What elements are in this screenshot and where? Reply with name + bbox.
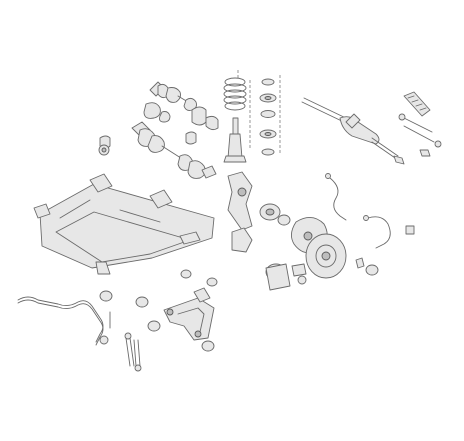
subframe-crossmember xyxy=(33,173,215,275)
coil-spring xyxy=(223,70,251,150)
steering-rack xyxy=(301,97,405,165)
shock-absorber-strut xyxy=(223,117,247,163)
strut-mount-stack xyxy=(259,75,281,156)
brake-caliper xyxy=(265,257,379,291)
cv-boot-kit xyxy=(99,106,219,149)
bushings xyxy=(98,144,218,352)
abs-sensor-cables xyxy=(325,173,415,249)
drive-shaft-upper xyxy=(143,81,197,123)
tie-rod-ends xyxy=(398,113,442,157)
control-arm xyxy=(163,287,215,341)
brake-disc xyxy=(305,233,347,279)
drive-shaft-lower xyxy=(131,121,217,179)
stabilizer-links xyxy=(109,311,142,372)
stabilizer-bar xyxy=(17,296,109,346)
steering-knuckle xyxy=(227,171,253,253)
rack-boots xyxy=(403,91,431,117)
